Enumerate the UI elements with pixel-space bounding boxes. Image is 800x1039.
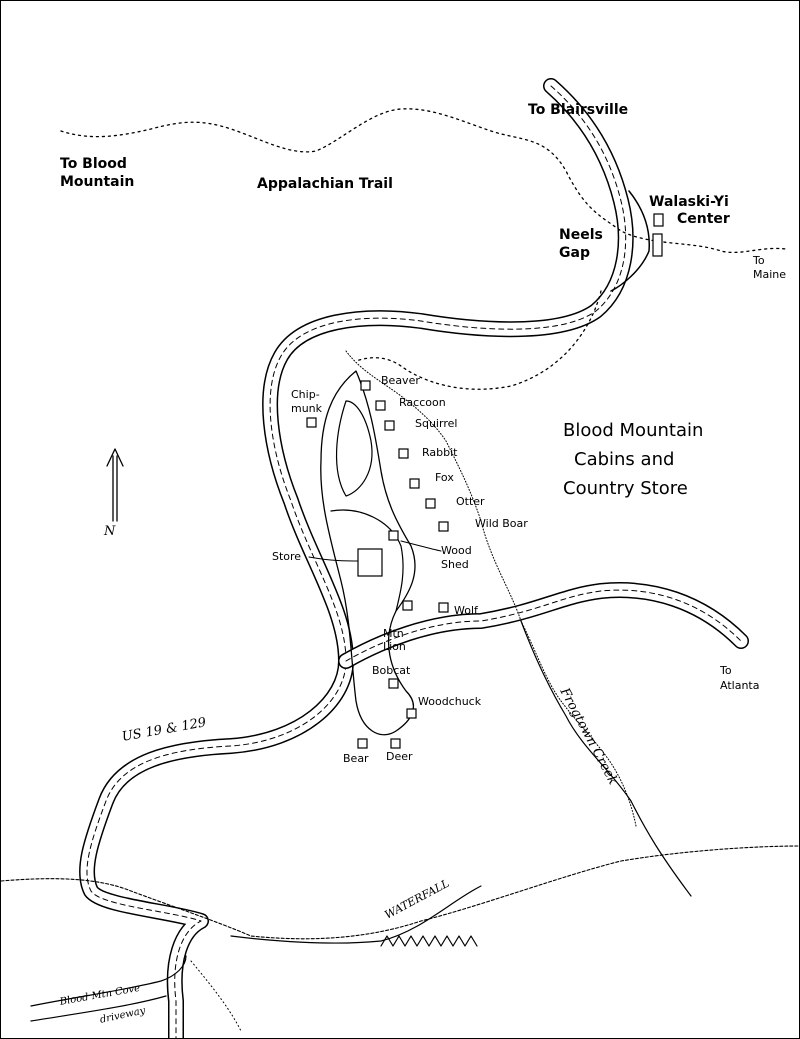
waterfall-zigzag — [380, 935, 478, 947]
cabin-label-woodchuck: Woodchuck — [418, 695, 482, 708]
north-label: N — [104, 524, 116, 539]
neels-gap-outline — [610, 190, 650, 292]
woodshed-leader — [400, 540, 442, 552]
atlanta-road — [338, 582, 749, 669]
creek-lower-2 — [230, 885, 482, 944]
label-to-atlanta-2: Atlanta — [720, 679, 760, 692]
label-walaski-yi-1: Walaski-Yi — [649, 194, 729, 210]
cove-path — [190, 960, 242, 1032]
label-to-blairsville: To Blairsville — [528, 102, 629, 118]
store-leader — [308, 556, 362, 562]
cabin-beaver — [360, 380, 371, 391]
cabin-label-squirrel: Squirrel — [415, 417, 458, 430]
label-neels-gap-2: Gap — [559, 245, 590, 261]
map-title-line-3: Country Store — [563, 478, 688, 499]
label-store: Store — [272, 550, 302, 563]
cove-drive-2 — [30, 995, 167, 1022]
cabin-label-fox: Fox — [435, 471, 454, 484]
cabin-fox — [409, 478, 420, 489]
label-to-blood-mountain-1: To Blood — [60, 156, 127, 172]
cove-drive-1 — [30, 955, 187, 1007]
appalachian-trail — [60, 108, 787, 254]
cabin-label-chipmunk-2: munk — [291, 402, 323, 415]
cabin-label-beaver: Beaver — [381, 374, 420, 387]
cabin-label-rabbit: Rabbit — [422, 446, 458, 459]
walaski-yi-annex — [652, 233, 663, 257]
frogtown-creek — [520, 620, 692, 897]
map-title-line-2: Cabins and — [574, 449, 675, 470]
walaski-yi-building — [653, 213, 664, 227]
wood-shed — [388, 530, 399, 541]
highway-road — [79, 78, 634, 1038]
driveway-loop — [320, 370, 416, 736]
cabin-mtn-lion — [402, 600, 413, 611]
cabin-label-otter: Otter — [456, 495, 485, 508]
frogtown-creek-upper — [345, 350, 637, 827]
cabin-otter — [425, 498, 436, 509]
cabin-label-raccoon: Raccoon — [399, 396, 446, 409]
cabin-wild-boar — [438, 521, 449, 532]
cabin-bobcat — [388, 678, 399, 689]
side-trail — [355, 290, 602, 390]
cabin-label-bobcat: Bobcat — [372, 664, 411, 677]
cabin-label-chipmunk-1: Chip- — [291, 388, 320, 401]
north-arrow — [106, 448, 124, 522]
cabin-woodchuck — [406, 708, 417, 719]
cabin-label-mtn-lion-2: Lion — [383, 640, 406, 653]
label-walaski-yi-2: Center — [677, 211, 730, 227]
label-to-maine-1: To — [753, 254, 765, 267]
label-neels-gap-1: Neels — [559, 227, 603, 243]
buildings — [306, 213, 664, 749]
label-to-atlanta-1: To — [720, 664, 732, 677]
cabin-label-wolf: Wolf — [454, 604, 478, 617]
label-wood-shed-2: Shed — [441, 558, 469, 571]
label-to-blood-mountain-2: Mountain — [60, 174, 135, 190]
cabin-deer — [390, 738, 401, 749]
inner-drive — [330, 509, 404, 612]
cabin-label-deer: Deer — [386, 750, 413, 763]
cabin-rabbit — [398, 448, 409, 459]
cabin-raccoon — [375, 400, 386, 411]
inner-pond — [335, 400, 373, 497]
label-appalachian-trail: Appalachian Trail — [257, 176, 393, 192]
cabin-bear — [357, 738, 368, 749]
map-title-line-1: Blood Mountain — [563, 420, 704, 441]
cabin-label-mtn-lion-1: Mtn — [383, 627, 404, 640]
cabin-label-wild-boar: Wild Boar — [475, 517, 528, 530]
cabin-chipmunk — [306, 417, 317, 428]
cabin-label-bear: Bear — [343, 752, 369, 765]
cabin-wolf — [438, 602, 449, 613]
creek-lower — [1, 845, 799, 940]
label-to-maine-2: Maine — [753, 268, 787, 281]
store-building — [357, 548, 383, 577]
cabin-squirrel — [384, 420, 395, 431]
label-wood-shed-1: Wood — [441, 544, 472, 557]
